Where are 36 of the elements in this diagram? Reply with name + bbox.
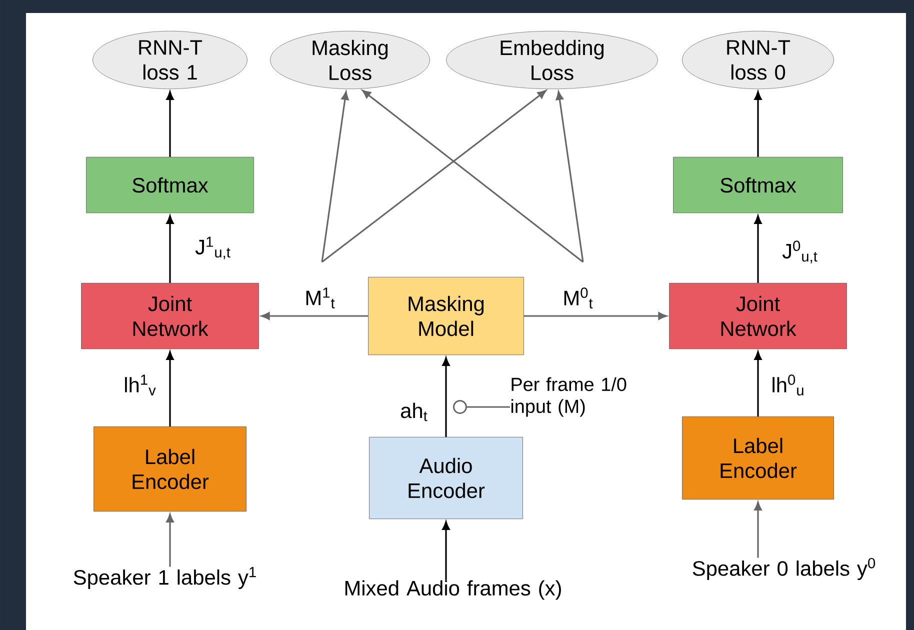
arrow <box>166 91 174 157</box>
arrow <box>442 521 450 580</box>
arrow <box>556 91 584 262</box>
arrow <box>322 90 546 263</box>
note-label: Per frame 1/0 input (M) <box>511 377 626 417</box>
arrow <box>166 351 174 426</box>
arrow <box>166 215 174 283</box>
encoder-box: Label Encoder <box>682 416 834 500</box>
edge-label: J$^{1}$u,t <box>194 236 232 260</box>
arrow <box>754 215 762 283</box>
model-box: Masking Model <box>368 276 524 356</box>
arrow <box>442 357 450 437</box>
network-box: Joint Network <box>669 282 847 350</box>
arrow <box>166 514 174 567</box>
edge-label: lh$^{1}$v <box>122 374 158 396</box>
input-label: Speaker 1 labels y$^{1}$ <box>74 567 256 589</box>
edge-label: lh$^{0}$u <box>770 374 806 396</box>
edge-label: J$^{0}$u,t <box>781 240 819 264</box>
encoder-box: Audio Encoder <box>369 436 523 520</box>
arrow <box>524 312 667 320</box>
input-label: Speaker 0 labels y$^{0}$ <box>692 558 876 580</box>
arrow <box>754 351 762 416</box>
softmax-box: Softmax <box>673 156 843 214</box>
edge-label: M$^{0}$t <box>562 286 594 310</box>
input-label: Mixed Audio frames (x) <box>345 580 561 600</box>
arrow <box>453 400 510 414</box>
encoder-box: Label Encoder <box>94 426 246 512</box>
edge-label: ah$_{t}$ <box>399 402 429 422</box>
arrow <box>261 312 368 320</box>
arrow <box>321 91 349 262</box>
network-box: Joint Network <box>81 282 259 350</box>
softmax-box: Softmax <box>86 156 254 214</box>
arrow <box>754 502 762 558</box>
arrow <box>362 90 584 263</box>
edge-label: M$^{1}$t <box>304 286 336 310</box>
arrow <box>754 91 762 157</box>
